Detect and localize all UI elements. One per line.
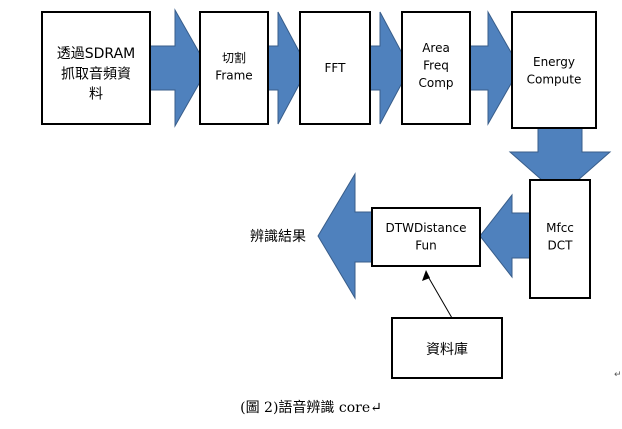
node-frame-label: 切割 Frame	[215, 50, 252, 82]
node-source-box	[41, 11, 151, 125]
label-line: Fun	[415, 238, 436, 252]
figure-caption: (圖 2)語音辨識 core↵	[240, 400, 382, 416]
label-line: Frame	[215, 68, 252, 82]
node-database-label: 資料庫	[426, 341, 468, 358]
arrow-frame-to-fft	[267, 11, 309, 125]
node-area-box	[401, 11, 471, 125]
label-line: Area	[422, 41, 450, 55]
node-fft-box	[299, 11, 371, 125]
arrow-fft-to-area	[369, 11, 411, 125]
label-line: 料	[89, 87, 103, 103]
label-line: DTWDistance	[386, 221, 467, 235]
arrow-area-to-energy	[469, 10, 521, 126]
node-dtw-box	[371, 207, 481, 267]
label-line: Energy	[533, 55, 575, 69]
label-line: 透過SDRAM	[57, 46, 135, 62]
node-energy-box	[511, 11, 597, 129]
arrow-dtw-to-result	[317, 172, 373, 300]
return-mark: ↵	[614, 370, 622, 380]
label-line: DCT	[548, 238, 574, 252]
arrow-source-to-frame	[149, 8, 209, 128]
label-line: 切割	[222, 50, 246, 65]
label-line: 資料庫	[426, 341, 468, 358]
arrow-database-to-dtw-head	[422, 270, 430, 281]
node-source-label: 透過SDRAM 抓取音頻資料	[57, 46, 135, 103]
result-label: 辨識結果	[250, 229, 306, 245]
node-fft-label: FFT	[325, 61, 347, 75]
arrow-database-to-dtw	[425, 272, 453, 319]
label-line: Freq	[423, 58, 449, 72]
node-mfcc-box	[529, 179, 591, 299]
label-line: Comp	[418, 76, 453, 90]
label-line: Compute	[527, 72, 582, 86]
arrow-mfcc-to-dtw	[479, 193, 531, 279]
node-database-box	[391, 317, 503, 379]
label-line: Mfcc	[546, 221, 574, 235]
label-line: 抓取音頻資	[61, 65, 131, 82]
node-frame-box	[199, 11, 269, 125]
arrow-energy-to-mfcc	[508, 125, 612, 197]
label-line: FFT	[325, 61, 347, 75]
